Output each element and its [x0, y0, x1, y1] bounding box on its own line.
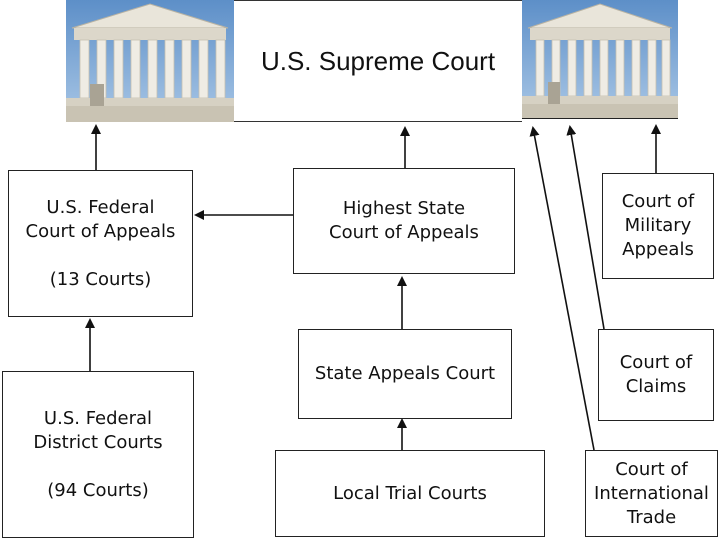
federal-district-line1: U.S. Federal	[43, 407, 153, 429]
military-line1: Court of	[621, 191, 695, 212]
international-trade-line1: Court of	[615, 458, 688, 480]
federal-appeals-line2: Court of Appeals	[25, 220, 176, 242]
military-appeals-box: Court of Military Appeals	[602, 173, 714, 279]
local-trial-box: Local Trial Courts	[275, 450, 545, 537]
federal-district-box: U.S. Federal District Courts (94 Courts)	[2, 371, 194, 538]
supreme-court-label: U.S. Supreme Court	[260, 45, 496, 76]
federal-district-count: (94 Courts)	[47, 479, 149, 501]
military-line3: Appeals	[622, 239, 694, 260]
military-line2: Military	[624, 215, 692, 236]
supreme-court-photo-right	[522, 0, 678, 118]
supreme-court-photo-left	[66, 0, 234, 122]
claims-line2: Claims	[625, 376, 687, 397]
federal-appeals-count: (13 Courts)	[49, 268, 152, 290]
supreme-court-box: U.S. Supreme Court	[234, 0, 522, 122]
highest-state-box: Highest State Court of Appeals	[293, 168, 515, 274]
federal-appeals-line1: U.S. Federal	[46, 196, 155, 218]
claims-box: Court of Claims	[598, 329, 714, 421]
arrow-international-trade-to-supreme	[529, 126, 595, 451]
federal-district-line2: District Courts	[33, 431, 163, 453]
local-trial-label: Local Trial Courts	[333, 482, 487, 504]
federal-appeals-box: U.S. Federal Court of Appeals (13 Courts…	[8, 170, 193, 317]
right-photo-divider	[522, 118, 678, 119]
arrow-claims-to-supreme	[566, 125, 605, 330]
international-trade-box: Court of International Trade	[585, 450, 718, 537]
international-trade-line3: Trade	[626, 506, 677, 528]
state-appeals-label: State Appeals Court	[314, 363, 496, 384]
highest-state-line2: Court of Appeals	[329, 222, 479, 243]
highest-state-line1: Highest State	[342, 198, 466, 219]
claims-line1: Court of	[619, 352, 693, 373]
state-appeals-box: State Appeals Court	[298, 329, 512, 419]
international-trade-line2: International	[594, 482, 709, 504]
